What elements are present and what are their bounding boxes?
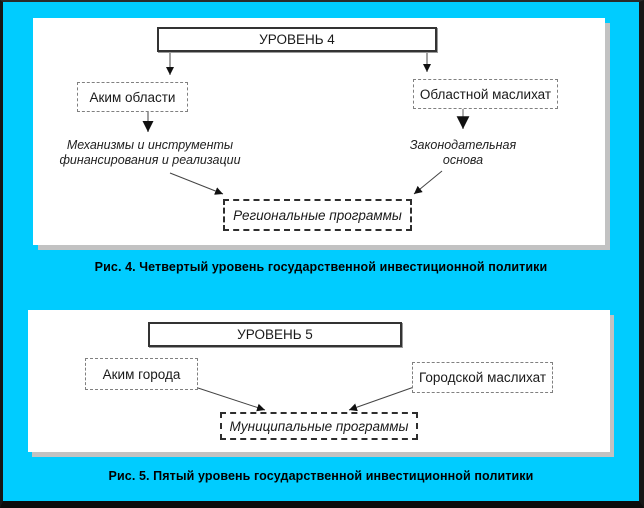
level4-box: УРОВЕНЬ 4 [157, 27, 437, 52]
arrow-gorodskoy-maslihat-to-municipal [348, 386, 415, 412]
legal-basis-note: Законодательная основа [409, 138, 517, 167]
gorodskoy-maslihat-label: Городской маслихат [418, 370, 547, 385]
regional-programs-box: Региональные программы [223, 199, 412, 231]
mechanisms-note: Механизмы и инструменты финансирования и… [59, 138, 241, 167]
level4-label: УРОВЕНЬ 4 [259, 32, 335, 47]
level5-box: УРОВЕНЬ 5 [148, 322, 402, 347]
municipal-programs-box: Муниципальные программы [220, 412, 418, 440]
municipal-programs-label: Муниципальные программы [229, 418, 409, 434]
arrow-legal-to-regional [413, 170, 443, 195]
figure4-caption: Рис. 4. Четвертый уровень государственно… [94, 260, 548, 274]
akim-oblasti-label: Аким области [89, 89, 176, 105]
arrow-akim-goroda-to-municipal [197, 387, 266, 412]
figure5-caption: Рис. 5. Пятый уровень государственной ин… [108, 469, 534, 483]
level5-label: УРОВЕНЬ 5 [237, 327, 313, 342]
akim-oblasti-box: Аким области [77, 82, 188, 112]
arrow-mechanisms-to-regional [169, 172, 224, 195]
akim-goroda-box: Аким города [85, 358, 198, 390]
regional-programs-label: Региональные программы [233, 207, 402, 223]
akim-goroda-label: Аким города [102, 366, 181, 382]
figure5-panel: УРОВЕНЬ 5 Аким города Городской маслихат… [28, 310, 610, 452]
figure4-panel: УРОВЕНЬ 4 Аким области Областной маслиха… [33, 18, 605, 245]
oblastnoy-maslihat-label: Областной маслихат [419, 86, 552, 102]
gorodskoy-maslihat-box: Городской маслихат [412, 362, 553, 393]
oblastnoy-maslihat-box: Областной маслихат [413, 79, 558, 109]
